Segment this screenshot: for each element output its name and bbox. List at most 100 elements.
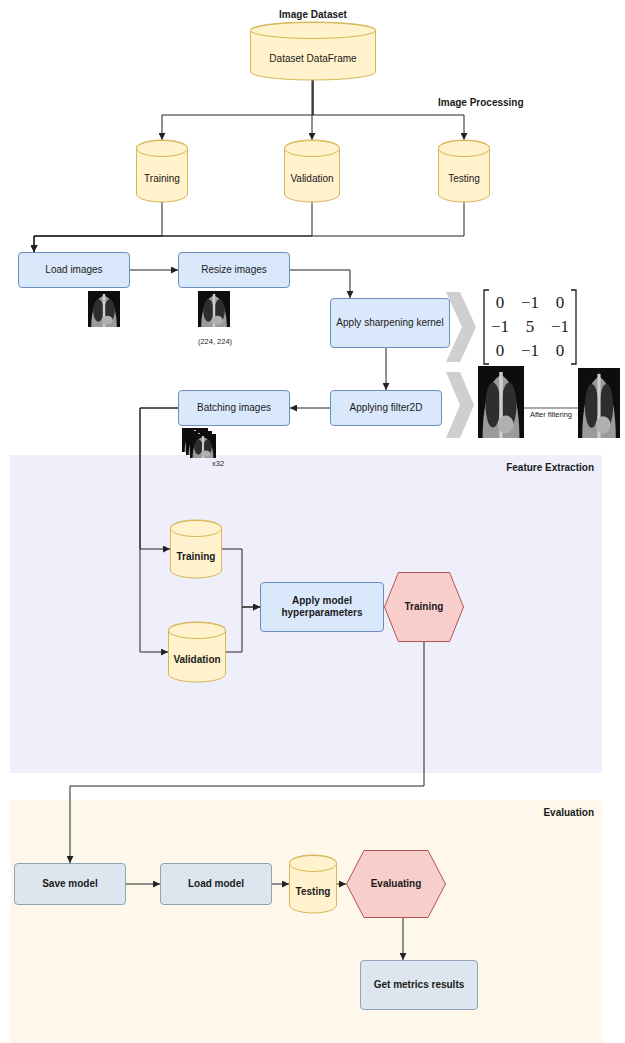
hexagon-body <box>347 851 446 918</box>
annotation: x32 <box>212 459 224 468</box>
cylinder-body <box>169 622 226 682</box>
process-hexagon: Training <box>384 572 464 642</box>
node-label: Training <box>177 551 216 563</box>
label-slot: 0 <box>548 294 572 312</box>
node-label: Get metrics results <box>374 979 465 991</box>
cylinder-outline <box>168 622 226 682</box>
node-label: Dataset DataFrame <box>269 53 356 65</box>
node-label: Validation <box>290 173 333 185</box>
matrix-entry: −1 <box>521 341 539 360</box>
label-slot: (224, 224) <box>192 330 238 348</box>
node-label: Apply sharpening kernel <box>336 317 443 329</box>
label-slot: After filtering <box>524 403 578 421</box>
cylinder-outline <box>136 140 188 202</box>
cylinder-top <box>251 23 376 39</box>
cylinder-outline <box>250 22 376 80</box>
chevron-arrow <box>446 292 476 362</box>
label-slot: Image Processing <box>438 92 548 110</box>
data-cylinder: Testing <box>438 140 490 202</box>
xray-after <box>578 368 620 438</box>
node-label: Resize images <box>201 264 267 276</box>
node-label: Validation <box>173 654 220 666</box>
section-heading: Evaluation <box>543 807 594 819</box>
data-cylinder: Training <box>136 140 188 202</box>
cylinder-body <box>285 140 340 202</box>
connector <box>403 918 404 960</box>
data-cylinder: Validation <box>284 140 340 202</box>
section-band: Feature ExtractionTrainingValidation Appl… <box>10 455 602 773</box>
matrix-bracket <box>571 290 576 364</box>
cylinder-top <box>439 141 490 157</box>
matrix-entry: −1 <box>491 317 509 336</box>
cylinder-outline <box>284 140 340 202</box>
cylinder-body <box>290 855 337 913</box>
connector <box>34 202 464 252</box>
process-hexagon: Evaluating <box>346 850 446 918</box>
connector <box>386 348 387 390</box>
node-label: Load images <box>45 264 102 276</box>
annotation: After filtering <box>529 410 573 419</box>
node-label: Apply model hyperparameters <box>261 595 383 619</box>
process-box: Resize images <box>178 252 290 288</box>
cylinder-top <box>290 856 337 872</box>
filter-arrow-line <box>524 408 578 409</box>
cylinder-top <box>285 141 340 157</box>
process-box: Applying filter2D <box>330 390 442 426</box>
process-box: Apply sharpening kernel <box>330 298 450 348</box>
label-slot: −1 <box>488 318 512 336</box>
matrix-bracket <box>484 290 489 364</box>
connector <box>34 202 312 252</box>
cylinder-outline <box>289 855 337 913</box>
cylinder-body <box>171 520 222 578</box>
cylinder-top <box>137 141 188 157</box>
data-cylinder: Validation <box>168 622 226 682</box>
data-cylinder: Testing <box>289 855 337 913</box>
cylinder-outline <box>170 520 222 578</box>
section-title: Image Processing <box>438 97 524 108</box>
process-box: Save model <box>14 863 126 905</box>
node-label: Testing <box>296 886 331 898</box>
label-slot: x32 <box>212 452 232 470</box>
label-slot: 0 <box>548 342 572 360</box>
xray-thumbnail <box>88 291 120 327</box>
node-label: Training <box>405 601 444 613</box>
label-slot: 0 <box>488 342 512 360</box>
connector <box>130 270 178 271</box>
node-label: Batching images <box>197 402 271 414</box>
label-slot: 5 <box>518 318 542 336</box>
xray-stack <box>190 434 216 458</box>
cylinder-top <box>169 623 226 639</box>
xray-thumbnail <box>198 291 230 327</box>
node-label: Save model <box>42 878 98 890</box>
data-cylinder: Dataset DataFrame <box>250 22 376 80</box>
label-slot: −1 <box>518 342 542 360</box>
connector <box>126 884 160 885</box>
section-heading: Feature Extraction <box>506 462 594 474</box>
connector <box>272 884 289 885</box>
node-label: Load model <box>188 878 244 890</box>
cylinder-body <box>137 140 188 202</box>
hexagon-body <box>385 573 464 642</box>
process-box: Get metrics results <box>360 960 478 1010</box>
matrix-entry: −1 <box>521 293 539 312</box>
process-box: Apply model hyperparameters <box>260 582 384 632</box>
connector <box>162 80 313 140</box>
process-box: Batching images <box>178 390 290 426</box>
label-slot: −1 <box>548 318 572 336</box>
label-slot: −1 <box>518 294 542 312</box>
cylinder-outline <box>438 140 490 202</box>
matrix-entry: −1 <box>551 317 569 336</box>
connector <box>290 408 330 409</box>
matrix-entry: 0 <box>496 293 505 312</box>
band-fill <box>10 800 602 1043</box>
node-label: Applying filter2D <box>350 402 423 414</box>
matrix-entry: 0 <box>496 341 505 360</box>
matrix-entry: 0 <box>556 293 565 312</box>
matrix-entry: 5 <box>526 317 535 336</box>
connector <box>337 884 346 885</box>
node-label: Training <box>144 173 180 185</box>
node-label: Evaluating <box>371 878 422 890</box>
node-label: Testing <box>448 173 480 185</box>
data-cylinder: Training <box>170 520 222 578</box>
chevron-arrow <box>446 372 474 438</box>
